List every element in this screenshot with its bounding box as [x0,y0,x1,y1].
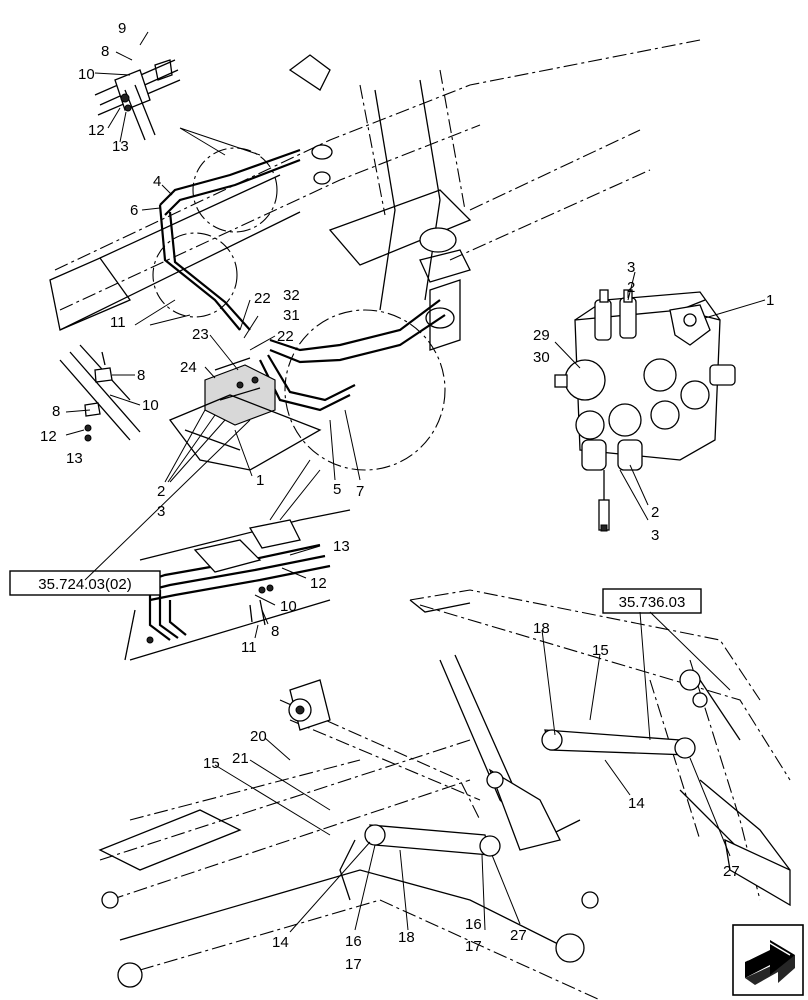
callout-2: 2 [651,504,659,521]
callout-13: 13 [333,538,350,555]
control-valve [554,289,736,532]
callout-3: 3 [157,503,165,520]
callout-8: 8 [137,367,145,384]
callout-13: 13 [112,138,129,155]
callout-21: 21 [232,750,249,767]
callout-numbers: 9 8 10 12 13 4 6 11 8 10 8 12 13 23 22 3… [40,20,774,973]
callout-12: 12 [40,428,57,445]
callout-27: 27 [510,927,527,944]
ref-label-left: 35.724.03(02) [38,576,131,593]
callout-10: 10 [78,66,95,83]
callout-17: 17 [345,956,362,973]
callout-16: 16 [345,933,362,950]
callout-13: 13 [66,450,83,467]
arrow-next-icon [745,940,795,985]
callout-2: 2 [157,483,165,500]
callout-30: 30 [533,349,550,366]
callout-1: 1 [256,472,264,489]
callout-10: 10 [142,397,159,414]
callout-32: 32 [283,287,300,304]
callout-3: 3 [627,259,635,276]
callout-18: 18 [533,620,550,637]
callout-8: 8 [52,403,60,420]
callout-16: 16 [465,916,482,933]
callout-9: 9 [118,20,126,37]
callout-11: 11 [110,314,126,331]
callout-27: 27 [723,863,740,880]
callout-12: 12 [310,575,327,592]
callout-29: 29 [533,327,550,344]
detail-hose-routing [124,509,351,661]
detail-left-clamp [59,344,141,442]
callout-24: 24 [180,359,197,376]
callout-8: 8 [271,623,279,640]
callout-23: 23 [192,326,209,343]
callout-12: 12 [88,122,105,139]
callout-14: 14 [272,934,289,951]
ref-label-right: 35.736.03 [619,594,686,611]
leader-lines [65,31,766,933]
callout-2: 2 [627,279,635,296]
callout-4: 4 [153,173,161,190]
ref-box-right [602,588,702,614]
callout-6: 6 [130,202,138,219]
callout-14: 14 [628,795,645,812]
next-page-button[interactable] [732,924,804,996]
callout-11: 11 [241,639,257,656]
callout-3: 3 [651,527,659,544]
ref-box-left [9,570,161,596]
callout-22: 22 [254,290,271,307]
callout-10: 10 [280,598,297,615]
loader-arms [98,589,791,1000]
callout-20: 20 [250,728,267,745]
callout-8: 8 [101,43,109,60]
callout-5: 5 [333,481,341,498]
callout-18: 18 [398,929,415,946]
detail-top-clamp [94,59,181,141]
callout-22: 22 [277,328,294,345]
callout-31: 31 [283,307,300,324]
callout-7: 7 [356,483,364,500]
callout-17: 17 [465,938,482,955]
callout-15: 15 [203,755,220,772]
callout-15: 15 [592,642,609,659]
callout-1: 1 [766,292,774,309]
